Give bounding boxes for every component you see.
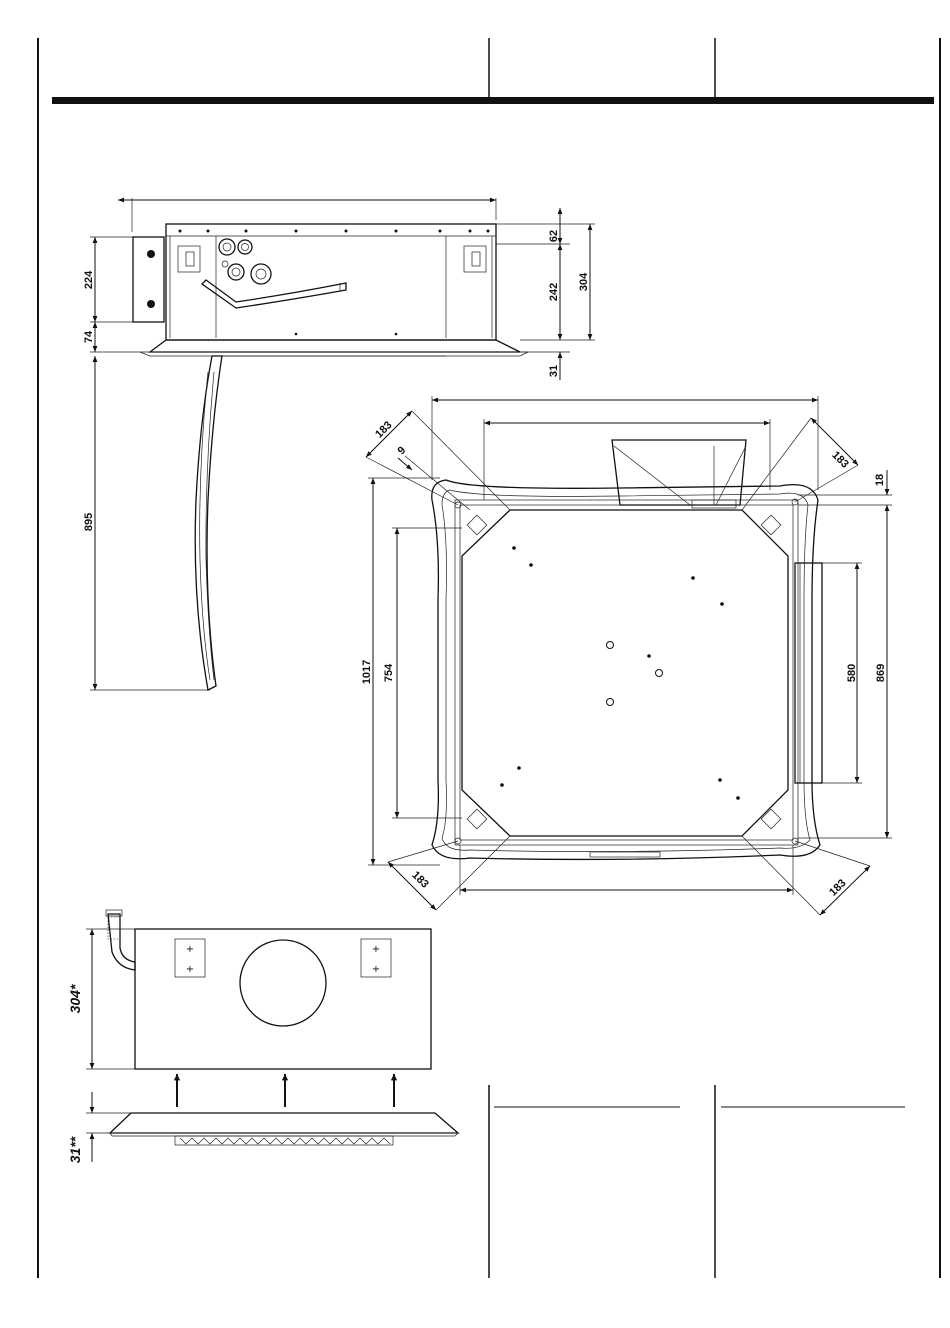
front-view-dimensions: 304* 31** bbox=[67, 984, 83, 1163]
dim-754: 754 bbox=[383, 663, 395, 682]
front-panel bbox=[110, 1113, 458, 1133]
electrical-box bbox=[133, 237, 164, 322]
svg-text:+: + bbox=[372, 964, 380, 975]
unit-octagon bbox=[462, 510, 788, 836]
dim-183-top-right: 183 bbox=[829, 449, 850, 470]
panel-outline bbox=[432, 480, 820, 859]
svg-text:+: + bbox=[372, 944, 380, 955]
front-body bbox=[135, 929, 431, 1069]
top-view bbox=[366, 396, 892, 915]
dim-183-top-left: 183 bbox=[373, 419, 394, 440]
dim-242: 242 bbox=[548, 283, 560, 301]
front-view: + + + + bbox=[86, 910, 458, 1162]
side-view-dimensions: 224 74 895 62 242 304 31 bbox=[83, 230, 590, 531]
dim-183-bottom-right: 183 bbox=[827, 877, 848, 898]
dim-31: 31 bbox=[548, 365, 560, 377]
dim-62: 62 bbox=[548, 230, 560, 242]
dim-895: 895 bbox=[83, 513, 95, 531]
dim-304-star: 304* bbox=[67, 984, 83, 1013]
side-view bbox=[90, 198, 595, 690]
dim-869: 869 bbox=[875, 664, 887, 682]
dim-18: 18 bbox=[874, 474, 886, 486]
dim-31-double-star: 31** bbox=[67, 1136, 83, 1163]
title-rule bbox=[52, 97, 934, 104]
dim-9: 9 bbox=[395, 444, 408, 457]
side-bar bbox=[795, 563, 822, 783]
dim-580: 580 bbox=[846, 664, 858, 682]
fan-opening bbox=[240, 940, 326, 1026]
dim-224: 224 bbox=[83, 270, 95, 289]
louver bbox=[195, 356, 222, 690]
svg-text:+: + bbox=[186, 964, 194, 975]
dim-74: 74 bbox=[83, 330, 95, 343]
dim-183-bottom-left: 183 bbox=[409, 869, 430, 890]
dim-304: 304 bbox=[578, 272, 590, 291]
unit-body bbox=[166, 224, 496, 340]
svg-text:+: + bbox=[186, 944, 194, 955]
top-view-dimensions: 183 9 183 18 1017 754 580 869 183 183 bbox=[361, 419, 887, 898]
dim-1017: 1017 bbox=[361, 660, 373, 684]
